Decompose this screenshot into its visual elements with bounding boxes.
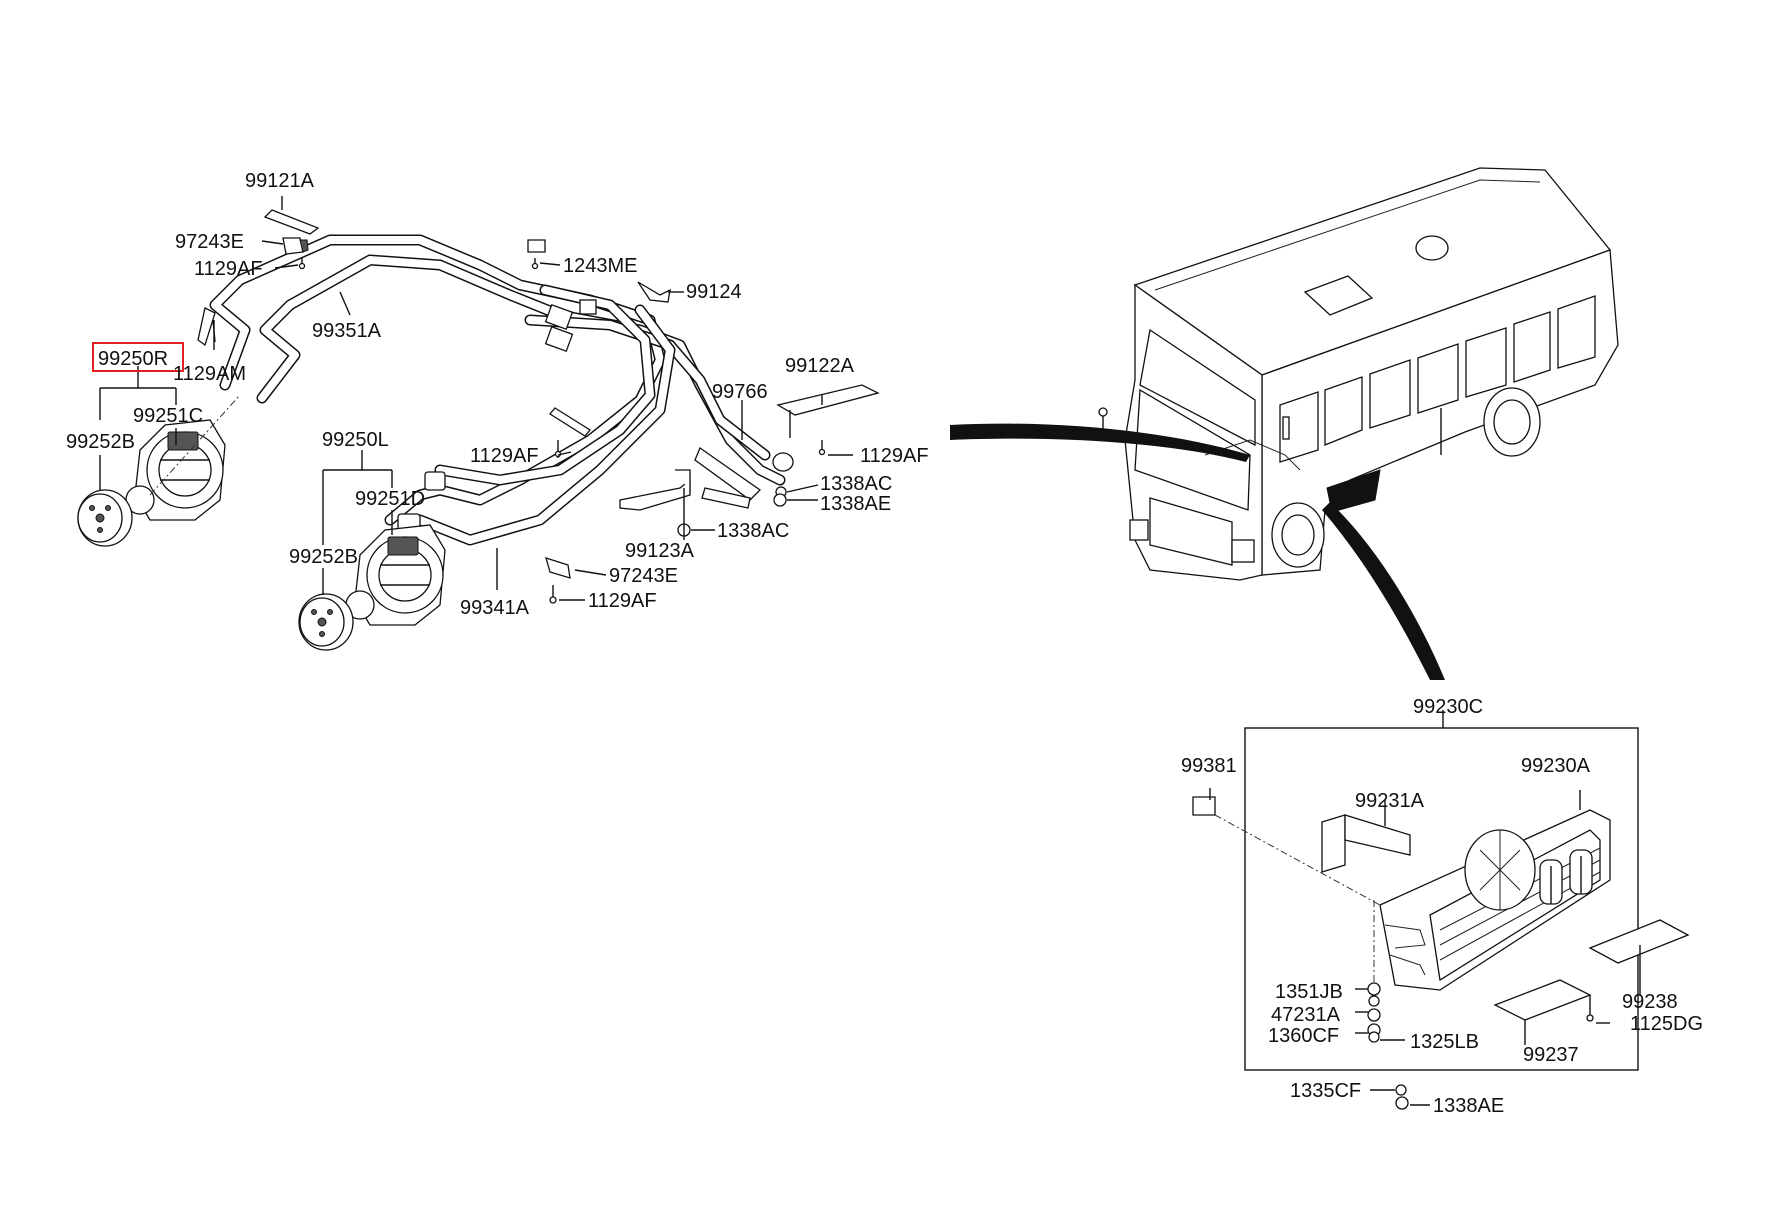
label-99251D: 99251D bbox=[355, 488, 425, 510]
label-1325LB: 1325LB bbox=[1410, 1031, 1479, 1053]
bus-illustration bbox=[1098, 167, 1619, 581]
label-99351A: 99351A bbox=[312, 320, 382, 342]
label-97243E-top: 97243E bbox=[175, 231, 244, 253]
label-1335CF: 1335CF bbox=[1290, 1080, 1361, 1102]
label-1129AF-d: 1129AF bbox=[588, 590, 657, 612]
part-labels: 99121A 97243E 1129AF 1243ME 99124 99351A… bbox=[66, 170, 1703, 1117]
leader-lines-left bbox=[99, 196, 853, 601]
compressor-99250R bbox=[77, 394, 241, 547]
label-99766: 99766 bbox=[712, 381, 768, 403]
label-1129AF-c: 1129AF bbox=[860, 445, 929, 467]
label-99121A: 99121A bbox=[245, 170, 315, 192]
highlight-box bbox=[92, 342, 184, 372]
label-99230C: 99230C bbox=[1413, 696, 1483, 718]
hose-assembly bbox=[209, 234, 794, 546]
label-99251C: 99251C bbox=[133, 405, 203, 427]
label-99341A: 99341A bbox=[460, 597, 530, 619]
label-99122A: 99122A bbox=[785, 355, 855, 377]
leader-lines-right bbox=[1209, 788, 1641, 1106]
label-99237: 99237 bbox=[1523, 1044, 1579, 1066]
label-1351JB: 1351JB bbox=[1275, 981, 1343, 1003]
pointer-arrows bbox=[950, 423, 1445, 680]
label-1338AE-a: 1338AE bbox=[820, 493, 891, 515]
label-1243ME: 1243ME bbox=[563, 255, 638, 277]
label-1360CF: 1360CF bbox=[1268, 1025, 1339, 1047]
small-hardware bbox=[197, 209, 880, 604]
label-99252B-a: 99252B bbox=[66, 431, 135, 453]
label-97243E-b: 97243E bbox=[609, 565, 678, 587]
label-1129AF-a: 1129AF bbox=[194, 258, 263, 280]
label-47231A: 47231A bbox=[1271, 1004, 1341, 1026]
label-1338AC-b: 1338AC bbox=[717, 520, 789, 542]
label-99123A: 99123A bbox=[625, 540, 695, 562]
compressor-99250L bbox=[298, 524, 446, 651]
label-1338AC-a: 1338AC bbox=[820, 473, 892, 495]
label-99231A: 99231A bbox=[1355, 790, 1425, 812]
label-99230A: 99230A bbox=[1521, 755, 1591, 777]
label-1338AE-b: 1338AE bbox=[1433, 1095, 1504, 1117]
label-99250R: 99250R bbox=[98, 348, 168, 370]
label-99250L: 99250L bbox=[322, 429, 389, 451]
label-99381: 99381 bbox=[1181, 755, 1237, 777]
label-99252B-b: 99252B bbox=[289, 546, 358, 568]
label-99124: 99124 bbox=[686, 281, 742, 303]
label-1129AF-b: 1129AF bbox=[470, 445, 539, 467]
label-1129AM: 1129AM bbox=[173, 363, 246, 385]
label-1125DG: 1125DG bbox=[1630, 1013, 1703, 1035]
label-99238: 99238 bbox=[1622, 991, 1678, 1013]
condenser-assembly bbox=[1192, 710, 1690, 1110]
